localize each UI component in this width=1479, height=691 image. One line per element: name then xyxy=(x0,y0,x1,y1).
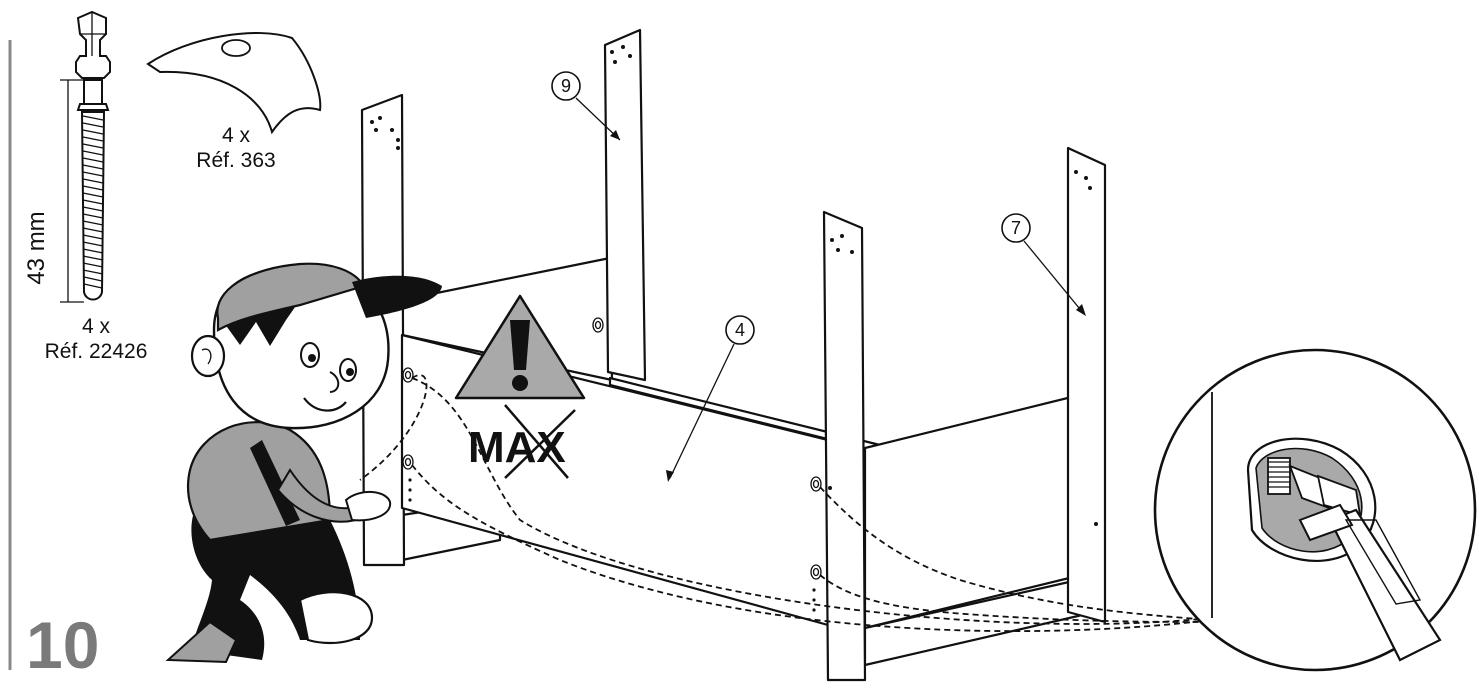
upright-panel-9 xyxy=(603,28,647,382)
warning-triangle-icon xyxy=(454,294,586,400)
max-label: MAX xyxy=(468,423,566,472)
svg-text:9: 9 xyxy=(561,76,571,96)
max-cross xyxy=(504,404,576,479)
bolt-quantity: 4 x xyxy=(82,315,111,338)
bolt-length-dimension: 43 mm xyxy=(23,79,84,303)
step-number: 10 xyxy=(26,608,99,682)
bolt-reference: Réf. 22426 xyxy=(45,340,148,363)
upright-panel-7 xyxy=(1066,146,1107,624)
detail-leader-lines xyxy=(359,374,1211,632)
callout-4: 4 xyxy=(666,315,755,482)
svg-text:7: 7 xyxy=(1011,218,1021,238)
svg-text:4: 4 xyxy=(735,320,745,340)
upright-panel-front-right xyxy=(822,210,867,682)
cam-detail-magnifier xyxy=(1153,348,1477,672)
svg-text:43 mm: 43 mm xyxy=(23,211,50,284)
callout-7: 7 xyxy=(1001,213,1086,316)
callout-9: 9 xyxy=(551,71,621,141)
cover-quantity: 4 x xyxy=(222,124,251,147)
frame-drawing xyxy=(360,28,1107,682)
cover-reference: Réf. 363 xyxy=(196,149,275,172)
screwdriver-icon xyxy=(1298,503,1442,662)
cam-bolt-icon xyxy=(75,10,111,301)
worker-character xyxy=(165,262,442,664)
cam-cover-icon xyxy=(146,32,322,135)
